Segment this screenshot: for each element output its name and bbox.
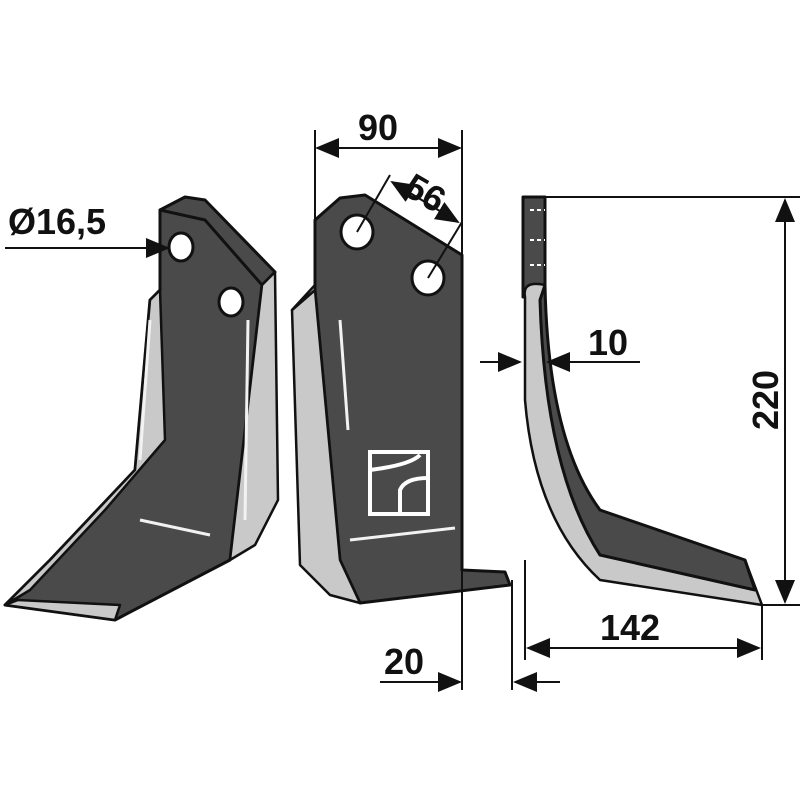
blade-left-view [3,195,280,622]
hole-diameter-label: Ø16,5 [8,201,106,242]
blade-front-view [290,193,512,605]
depth-label: 142 [600,607,660,648]
mounting-hole [167,231,195,263]
width-label: 90 [358,107,398,148]
mounting-hole [217,286,245,318]
height-label: 220 [745,370,786,430]
offset-label: 20 [384,641,424,682]
manufacturer-logo-icon [368,450,430,516]
hole-spacing-label: 56 [398,165,453,221]
thickness-label: 10 [588,322,628,363]
dimension-lines [5,130,800,692]
blade-side-view [521,195,764,607]
